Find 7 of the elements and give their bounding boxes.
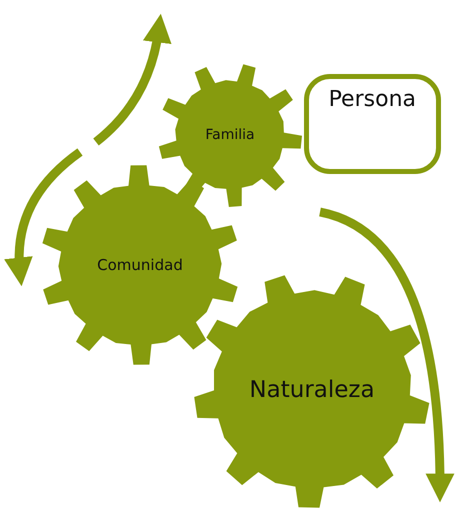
gear [158,63,302,207]
rounded-box [304,74,441,174]
node-label: Familia [205,127,255,143]
node-label: Naturaleza [249,377,375,403]
node-label: Comunidad [97,256,183,274]
gear [40,165,240,365]
node-label: Persona [328,87,416,112]
